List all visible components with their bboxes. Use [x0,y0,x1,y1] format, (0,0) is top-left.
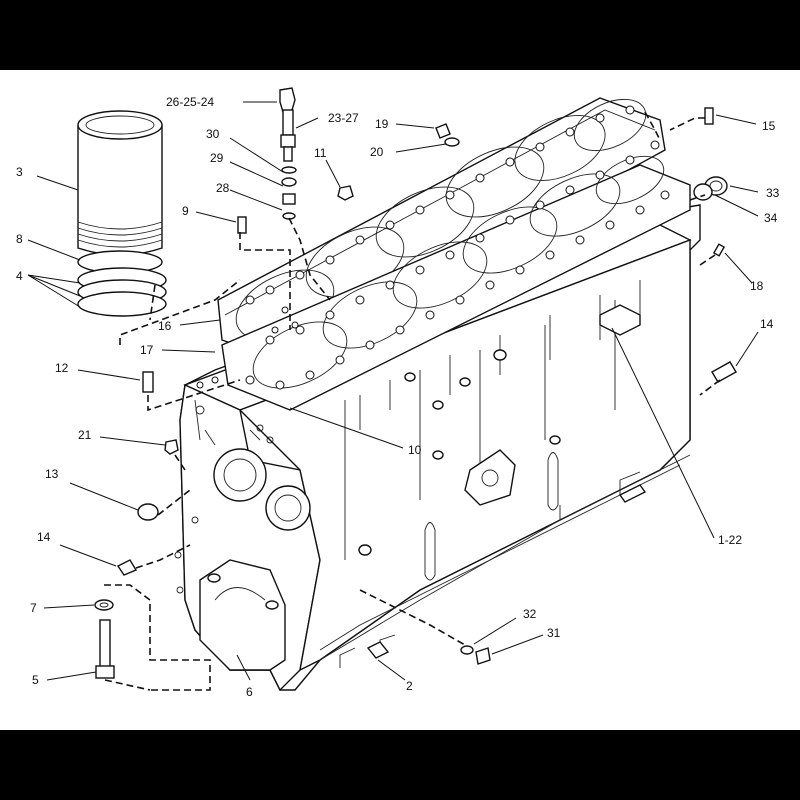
label-17: 17 [140,343,154,357]
label-30: 30 [206,127,220,141]
exploded-parts-diagram: 26-25-24 23-27 30 29 28 11 19 20 15 3 9 … [0,70,800,730]
bolt-5 [95,619,115,679]
label-6: 6 [246,685,253,699]
cylinder-liner [77,110,163,256]
label-16: 16 [158,319,172,333]
label-20: 20 [370,145,384,159]
label-8: 8 [16,232,23,246]
dowel-12 [142,371,154,393]
label-1-22: 1-22 [718,533,742,547]
label-31: 31 [547,626,561,640]
callout-labels: 26-25-24 23-27 30 29 28 11 19 20 15 3 9 … [16,95,780,699]
label-18: 18 [750,279,764,293]
label-29: 29 [210,151,224,165]
plug-31 [460,645,491,665]
dowel-15 [704,107,714,125]
label-15: 15 [762,119,776,133]
label-28: 28 [216,181,230,195]
plug-11 [337,185,354,201]
plug-33 [693,176,728,201]
dowel-18 [712,243,726,257]
label-11: 11 [314,146,327,160]
dowel-14-left [116,559,138,576]
assembly-paths [104,111,721,691]
liner-seal-rings [77,250,167,317]
gasket-bolt-holes [196,105,670,390]
label-4: 4 [16,269,23,283]
plug-19 [435,123,460,147]
label-7: 7 [30,601,37,615]
label-2: 2 [406,679,413,693]
sensor-fitting [279,87,296,162]
label-10: 10 [408,443,422,457]
label-9: 9 [182,204,189,218]
label-13: 13 [45,467,59,481]
label-26-25-24: 26-25-24 [166,95,214,109]
washer-stack [281,166,297,220]
label-12: 12 [55,361,69,375]
label-23-27: 23-27 [328,111,359,125]
washer-7 [94,599,114,611]
plug-13 [137,503,159,521]
label-14-right: 14 [760,317,774,331]
dowel-14-right [711,361,737,383]
label-32: 32 [523,607,537,621]
label-33: 33 [766,186,780,200]
head-gasket [217,97,666,361]
label-14-left: 14 [37,530,51,544]
label-34: 34 [764,211,778,225]
dowel-9 [237,216,247,234]
label-19: 19 [375,117,389,131]
plug-21 [164,439,179,455]
diagram-svg: 26-25-24 23-27 30 29 28 11 19 20 15 3 9 … [16,87,780,699]
leader-lines [27,101,759,681]
spacer-plate [221,155,691,411]
label-3: 3 [16,165,23,179]
label-5: 5 [32,673,39,687]
label-21: 21 [78,428,92,442]
